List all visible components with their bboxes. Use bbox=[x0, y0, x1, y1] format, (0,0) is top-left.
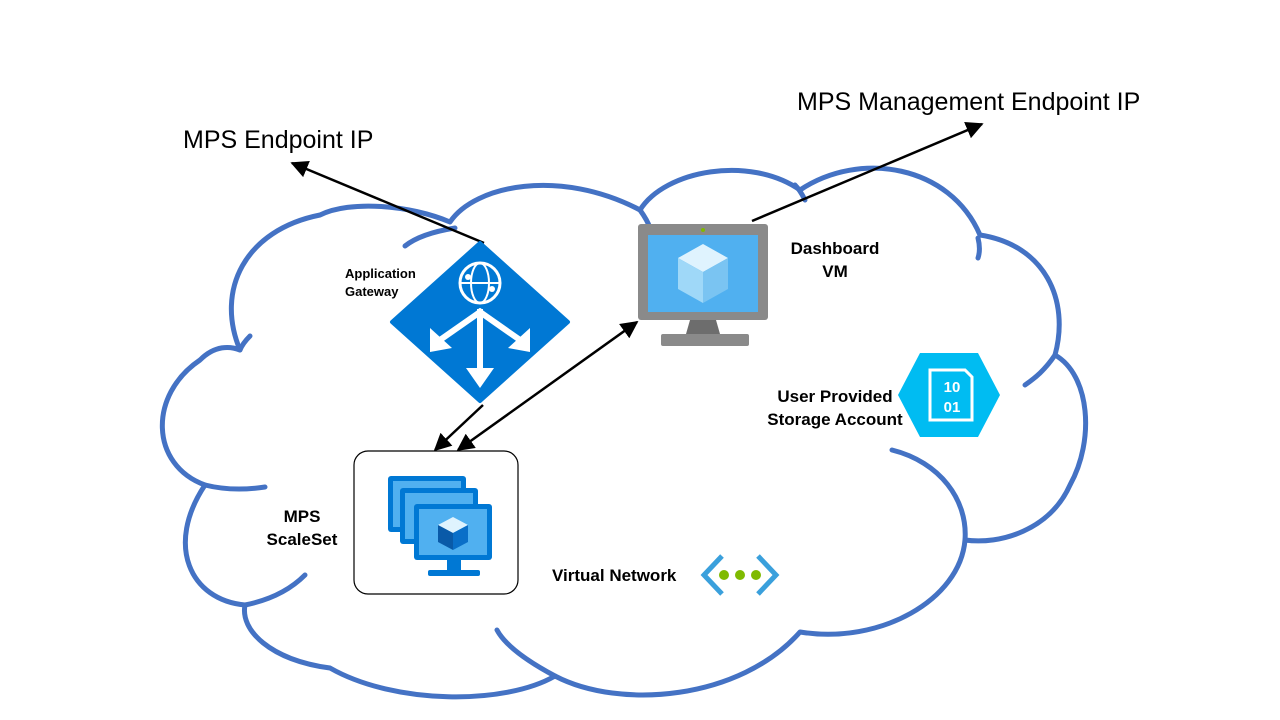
arrow-scaleset-dashboard bbox=[456, 320, 639, 452]
virtual-network-label: Virtual Network bbox=[552, 566, 677, 585]
vm-scale-set-icon[interactable] bbox=[353, 450, 519, 595]
application-gateway-label-line1: Application bbox=[345, 266, 416, 281]
mps-endpoint-ip-label: MPS Endpoint IP bbox=[183, 126, 374, 154]
mps-scaleset-label: MPS ScaleSet bbox=[257, 505, 347, 551]
arrow-dashboard-to-management-endpoint bbox=[751, 122, 984, 223]
dashboard-vm-label-line1: Dashboard bbox=[790, 239, 880, 258]
mps-scaleset-label-line2: ScaleSet bbox=[266, 530, 338, 549]
storage-account-label: User Provided Storage Account bbox=[754, 385, 916, 431]
dashboard-vm-label-line2: VM bbox=[822, 262, 848, 281]
svg-text:01: 01 bbox=[944, 399, 961, 416]
storage-account-icon[interactable]: 10 01 bbox=[898, 353, 1000, 437]
mps-management-endpoint-ip-label: MPS Management Endpoint IP bbox=[797, 88, 1141, 116]
storage-account-label-line2: Storage Account bbox=[767, 410, 903, 429]
application-gateway-label-line2: Gateway bbox=[345, 284, 399, 299]
mps-scaleset-label-line1: MPS bbox=[283, 507, 321, 526]
arrow-gateway-to-endpoint bbox=[290, 160, 485, 245]
application-gateway-label: Application Gateway bbox=[345, 265, 416, 301]
application-gateway-icon[interactable] bbox=[390, 241, 570, 403]
virtual-network-icon[interactable] bbox=[700, 554, 780, 596]
connection-arrows bbox=[290, 122, 984, 452]
virtual-machine-icon[interactable] bbox=[638, 224, 768, 346]
dashboard-vm-label: Dashboard VM bbox=[776, 237, 894, 283]
storage-account-label-line1: User Provided bbox=[777, 387, 893, 406]
svg-text:10: 10 bbox=[944, 379, 961, 396]
